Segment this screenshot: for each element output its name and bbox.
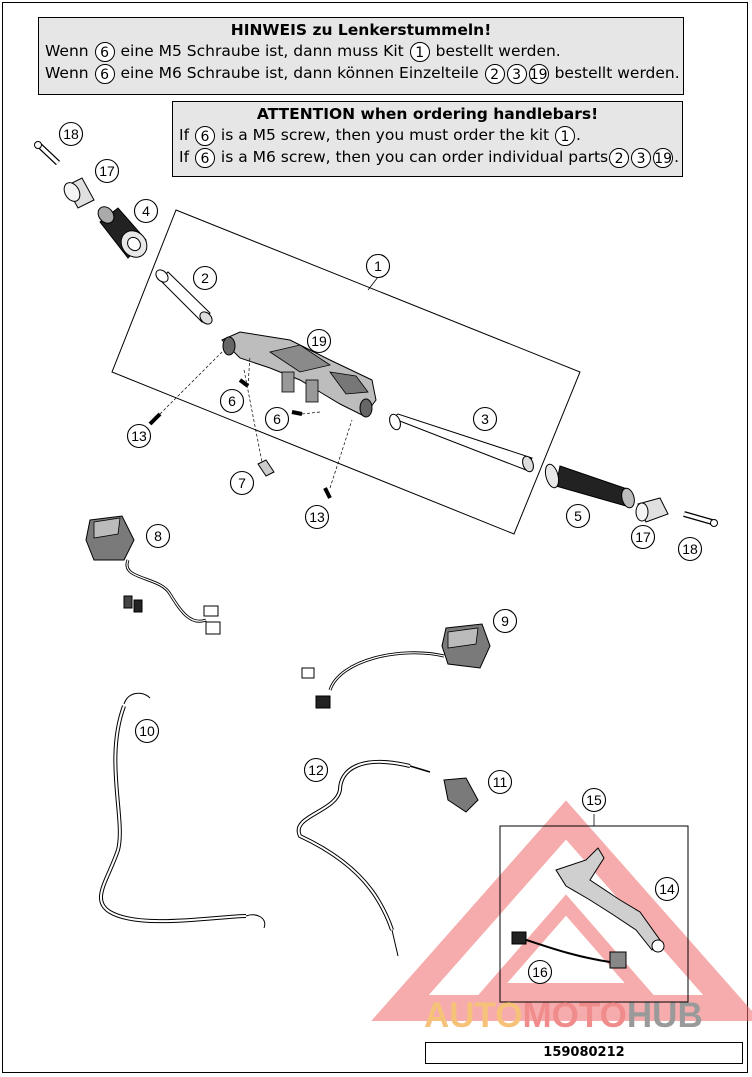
callout-number: 18: [63, 126, 79, 142]
callout-13b: 13: [304, 504, 330, 530]
callout-6a: 6: [219, 388, 245, 414]
callout-number: 12: [308, 762, 324, 778]
ref-circle: 1: [555, 125, 576, 146]
callout-number: 10: [139, 723, 155, 739]
bar-end-screw-18-left: [34, 141, 61, 166]
callout-4: 4: [133, 198, 159, 224]
bar-end-screw-18-right: [683, 511, 718, 527]
bar-end-weight-17-left: [63, 177, 95, 209]
notice-german-line-2: Wenn 6 eine M6 Schraube ist, dann können…: [45, 63, 680, 84]
handlebar-clamp-19: [221, 331, 377, 418]
callout-2: 2: [192, 265, 218, 291]
callout-19: 19: [306, 328, 332, 354]
callout-15: 15: [581, 787, 607, 813]
cable-12: [296, 759, 431, 957]
callout-number: 4: [142, 203, 150, 219]
callout-number: 2: [201, 270, 209, 286]
ref-circle: 6: [194, 147, 215, 168]
ref-circle: 2: [609, 147, 630, 168]
ref-circle: 6: [194, 125, 215, 146]
kit-1-outline: [111, 209, 581, 535]
lever-14: [555, 847, 665, 953]
bar-end-weight-17-right: [635, 497, 669, 523]
ref-circle: 19: [653, 147, 674, 168]
cable-10: [99, 692, 266, 929]
callout-9: 9: [492, 608, 518, 634]
ref-circle: 19: [528, 63, 549, 84]
callout-number: 19: [311, 333, 327, 349]
callout-number: 6: [273, 411, 281, 427]
watermark-text: AUTOMOTOHUB: [424, 996, 703, 1035]
ref-circle: 3: [631, 147, 652, 168]
callout-number: 17: [635, 529, 651, 545]
callout-number: 5: [574, 508, 582, 524]
ref-circle: 6: [94, 63, 115, 84]
notice-german-title: HINWEIS zu Lenkerstummeln!: [230, 21, 492, 39]
switch-assembly-8: [85, 515, 221, 635]
notice-english-line-1: If 6 is a M5 screw, then you must order …: [179, 125, 581, 146]
switch-assembly-9: [301, 623, 491, 709]
dust-cap-11: [443, 777, 479, 813]
callout-10: 10: [134, 718, 160, 744]
callout-16: 16: [527, 959, 553, 985]
callout-number: 3: [481, 411, 489, 427]
callout-17b: 17: [630, 524, 656, 550]
part-number-box: 159080212: [425, 1042, 743, 1064]
callout-number: 7: [238, 475, 246, 491]
callout-14: 14: [654, 876, 680, 902]
callout-number: 9: [501, 613, 509, 629]
callout-7: 7: [229, 470, 255, 496]
callout-17a: 17: [94, 158, 120, 184]
notice-english-title: ATTENTION when ordering handlebars!: [256, 105, 599, 123]
grip-5: [544, 463, 635, 509]
callout-12: 12: [303, 757, 329, 783]
ref-circle: 2: [484, 63, 505, 84]
callout-18a: 18: [58, 121, 84, 147]
callout-number: 13: [131, 428, 147, 444]
notice-german: HINWEIS zu Lenkerstummeln! Wenn 6 eine M…: [38, 17, 684, 95]
handlebar-tube-2: [155, 269, 213, 325]
callout-18b: 18: [677, 536, 703, 562]
callout-5: 5: [565, 503, 591, 529]
clamp-screws: [148, 378, 332, 499]
callout-3: 3: [472, 406, 498, 432]
callout-13a: 13: [126, 423, 152, 449]
callout-number: 8: [154, 528, 162, 544]
notice-german-line-1: Wenn 6 eine M5 Schraube ist, dann muss K…: [45, 41, 561, 62]
handlebar-tube-3: [389, 413, 534, 473]
callout-number: 11: [493, 774, 508, 790]
notice-english: ATTENTION when ordering handlebars! If 6…: [172, 101, 683, 177]
grip-4: [97, 206, 148, 259]
watermark-triangle: [371, 800, 752, 1021]
ref-circle: 1: [409, 41, 430, 62]
callout-number: 1: [374, 258, 382, 274]
callout-number: 13: [309, 509, 325, 525]
callout-number: 18: [682, 541, 698, 557]
callout-8: 8: [145, 523, 171, 549]
callout-6b: 6: [264, 406, 290, 432]
ref-circle: 6: [94, 41, 115, 62]
ref-circle: 3: [506, 63, 527, 84]
callout-number: 17: [99, 163, 115, 179]
callout-number: 6: [228, 393, 236, 409]
callout-number: 15: [586, 792, 602, 808]
assembly-lines: [159, 351, 353, 489]
callout-11: 11: [487, 769, 513, 795]
notice-english-line-2: If 6 is a M6 screw, then you can order i…: [179, 147, 680, 168]
callout-number: 14: [659, 881, 675, 897]
callout-1: 1: [365, 253, 391, 279]
callout-number: 16: [532, 964, 548, 980]
switch-16: [511, 931, 627, 969]
